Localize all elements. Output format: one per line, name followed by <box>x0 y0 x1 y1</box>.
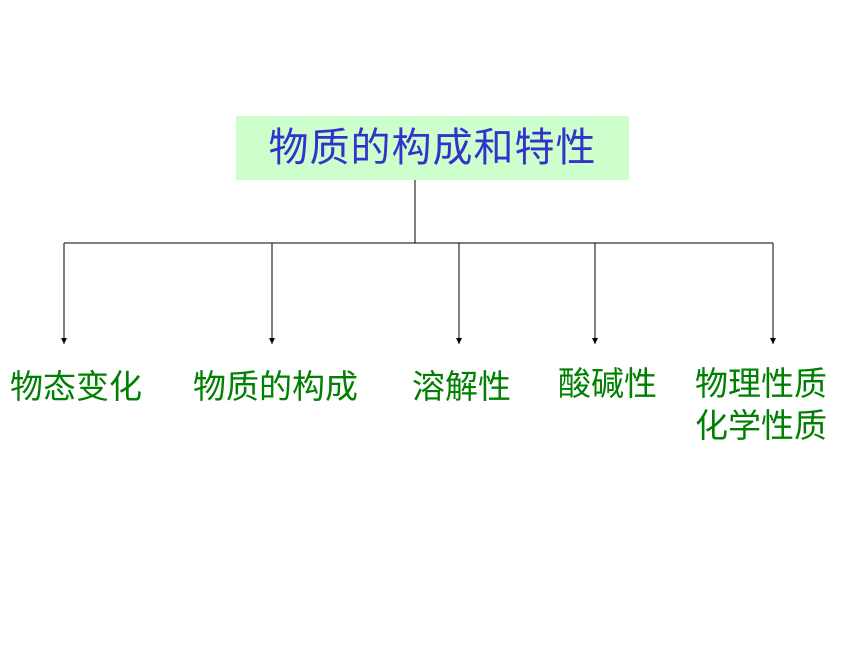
child-node-5: 物理性质 化学性质 <box>695 363 827 447</box>
child-label-1: 物态变化 <box>10 367 142 406</box>
child-label-5-line-2: 化学性质 <box>695 406 827 445</box>
child-node-1: 物态变化 <box>10 366 142 408</box>
child-node-3: 溶解性 <box>412 366 511 408</box>
child-label-4: 酸碱性 <box>558 364 657 403</box>
child-node-2: 物质的构成 <box>193 366 358 408</box>
child-label-5-line-1: 物理性质 <box>695 364 827 403</box>
child-label-3: 溶解性 <box>412 367 511 406</box>
child-node-4: 酸碱性 <box>558 363 657 405</box>
root-node: 物质的构成和特性 <box>236 116 629 180</box>
child-label-2: 物质的构成 <box>193 367 358 406</box>
root-label: 物质的构成和特性 <box>268 125 597 171</box>
